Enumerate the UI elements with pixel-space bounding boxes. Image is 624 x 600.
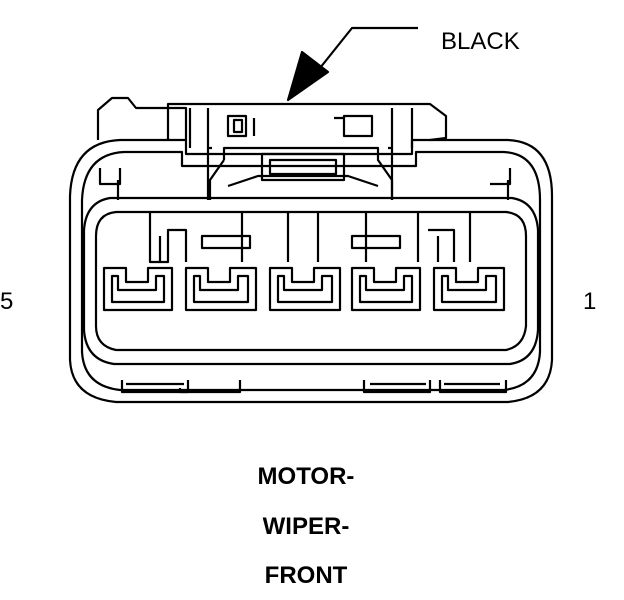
pin-number-right: 1 xyxy=(583,288,597,315)
cavity-4 xyxy=(184,266,258,312)
pin-number-left: 5 xyxy=(0,288,14,315)
terminal-cavities xyxy=(102,266,506,312)
cavity-1 xyxy=(432,266,506,312)
bottom-feet xyxy=(120,380,508,394)
connector-title-line-2: WIPER- xyxy=(262,513,350,540)
cavity-5 xyxy=(102,266,174,312)
connector-title-line-3: FRONT xyxy=(264,562,348,589)
connector-title-line-1: MOTOR- xyxy=(257,463,355,490)
mating-face-outer xyxy=(82,196,540,366)
connector-color-label: BLACK xyxy=(441,28,520,55)
mating-face-inner xyxy=(94,210,528,352)
housing-outer xyxy=(68,138,554,404)
color-callout-leader xyxy=(286,26,418,102)
latch-window xyxy=(116,146,510,200)
cavity-3 xyxy=(268,266,342,312)
housing-inner xyxy=(80,150,542,392)
cavity-2 xyxy=(350,266,422,312)
internal-ribs xyxy=(148,212,472,264)
lock-tab xyxy=(96,96,448,200)
